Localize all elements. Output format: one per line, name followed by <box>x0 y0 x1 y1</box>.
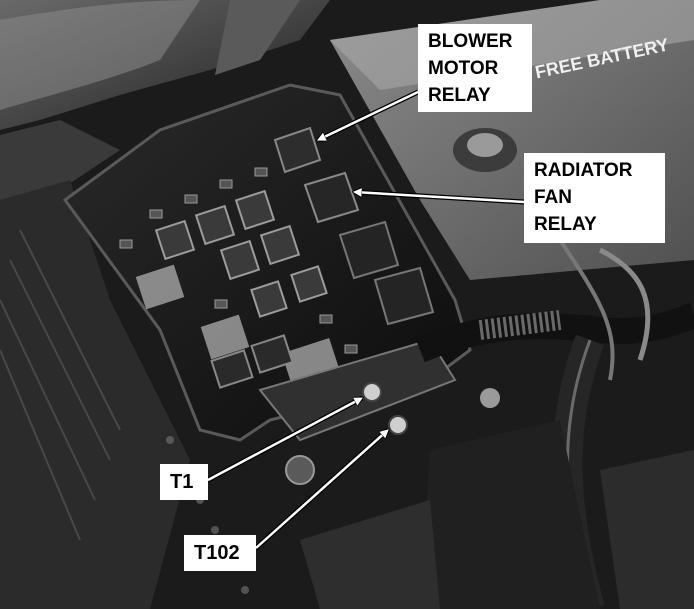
radiator-fan-relay <box>303 171 360 224</box>
terminal-t1 <box>362 382 382 402</box>
relay-box <box>62 83 472 442</box>
callout-line: FAN <box>534 187 572 208</box>
blower-motor-relay <box>273 126 322 174</box>
terminal-t102 <box>388 415 408 435</box>
fender-panel <box>0 180 190 609</box>
callout-line: BLOWER <box>428 31 513 52</box>
callout-line: RELAY <box>428 85 491 106</box>
t102-callout: T102 <box>184 535 256 571</box>
callout-line: RELAY <box>534 214 597 235</box>
radiator-fan-relay-callout: RADIATOR FAN RELAY <box>524 153 665 243</box>
t1-callout: T1 <box>160 464 208 500</box>
battery-cable <box>415 302 694 363</box>
callout-line: RADIATOR <box>534 160 633 181</box>
blower-motor-relay-callout: BLOWER MOTOR RELAY <box>418 24 532 112</box>
callout-line: MOTOR <box>428 58 499 79</box>
callout-line: T102 <box>194 542 240 564</box>
callout-line: T1 <box>170 471 194 493</box>
